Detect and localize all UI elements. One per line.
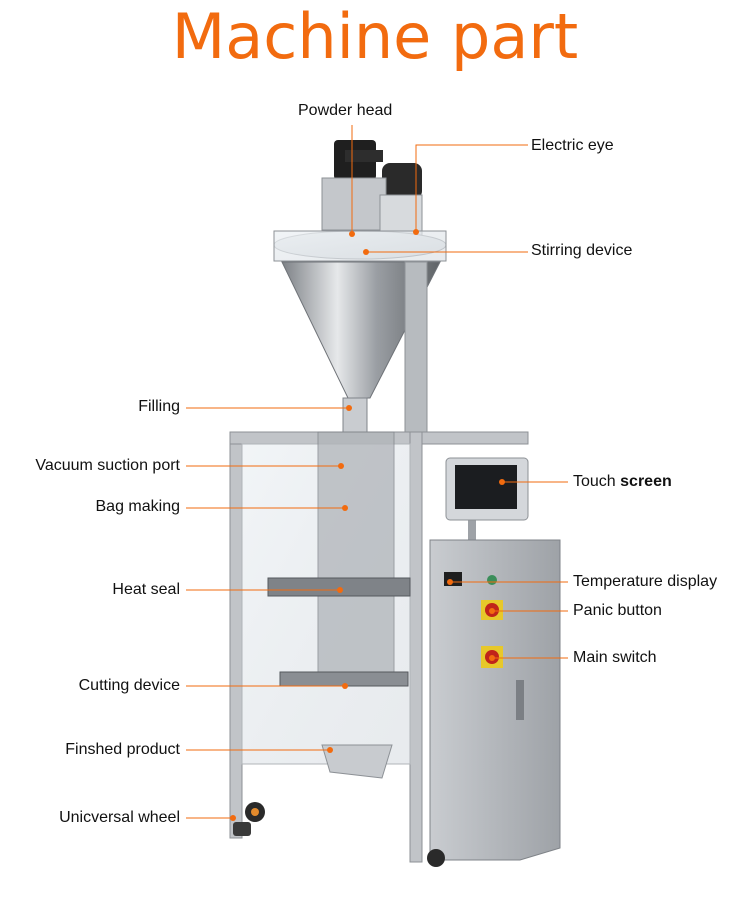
wheel-foot [233, 822, 251, 836]
label-cutting-device: Cutting device [78, 677, 180, 694]
label-panic-button: Panic button [573, 602, 662, 619]
callout-line-electric-eye [415, 144, 528, 232]
page-title: Machine part [171, 0, 579, 73]
callout-dot-bag-making [342, 505, 348, 511]
hopper-column [404, 261, 428, 433]
label-universal-wheel: Unicversal wheel [59, 809, 180, 826]
callout-dot-cutting-device [342, 683, 348, 689]
filler-nozzle [342, 397, 368, 435]
callout-dot-electric-eye [413, 229, 419, 235]
control-cabinet [429, 539, 561, 861]
label-bag-making: Bag making [95, 498, 181, 515]
label-touch-screen: Touch screen [573, 472, 672, 492]
forming-tube [317, 431, 395, 683]
label-heat-seal: Heat seal [112, 581, 180, 598]
powder-head-motor-cap [345, 150, 383, 162]
label-temperature-display: Temperature display [573, 573, 718, 590]
cabinet-handle [516, 680, 524, 720]
electric-eye-motor [382, 163, 422, 199]
label-vacuum-suction-port: Vacuum suction port [35, 457, 180, 474]
indicator-light [487, 575, 497, 585]
front-wheel-hub [251, 808, 259, 816]
label-stirring-device: Stirring device [531, 242, 633, 259]
callout-dot-powder-head [349, 231, 355, 237]
callout-dot-panic-button [489, 608, 495, 614]
label-touch-screen-part1: Touch [573, 473, 621, 490]
machine-illustration [229, 140, 561, 867]
callout-dot-stirring-device [363, 249, 369, 255]
label-electric-eye: Electric eye [531, 137, 614, 154]
temp-display-panel [444, 572, 462, 586]
callout-lines [186, 125, 568, 819]
touch-screen-arm [468, 516, 476, 548]
touch-screen-display [455, 465, 517, 509]
frame-left-post [229, 439, 243, 839]
callout-dot-filling [346, 405, 352, 411]
label-finished-product: Finshed product [65, 741, 180, 758]
stirring-band [273, 230, 447, 262]
callout-dot-vacuum-suction [338, 463, 344, 469]
callout-dots [230, 229, 505, 821]
label-powder-head: Powder head [298, 102, 393, 119]
label-touch-screen-part2: screen [620, 473, 672, 490]
powder-head-cylinder [321, 177, 387, 231]
electric-eye-housing [379, 194, 423, 236]
finished-bag [321, 744, 393, 779]
callout-dot-touch-screen [499, 479, 505, 485]
heat-seal-bar [267, 577, 411, 597]
callout-dot-finished-product [327, 747, 333, 753]
rear-wheel [427, 849, 445, 867]
callout-dot-temperature-display [447, 579, 453, 585]
label-main-switch: Main switch [573, 649, 657, 666]
callout-dot-heat-seal [337, 587, 343, 593]
callout-dot-main-switch [489, 655, 495, 661]
callout-dot-universal-wheel [230, 815, 236, 821]
hopper-cone [281, 261, 441, 399]
label-filling: Filling [138, 398, 180, 415]
frame-right-post [409, 431, 423, 863]
